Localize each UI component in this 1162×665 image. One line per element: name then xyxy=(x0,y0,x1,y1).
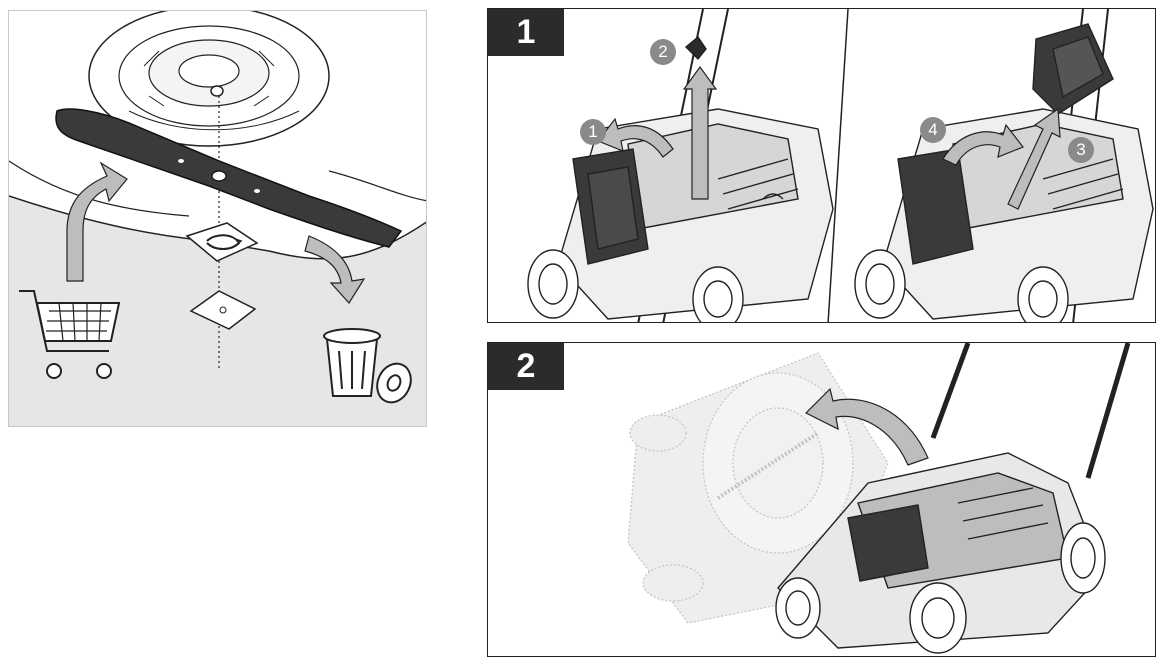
tilt-mower-illustration xyxy=(627,343,1131,654)
safety-key xyxy=(684,35,707,61)
blade-replacement-illustration xyxy=(9,11,426,404)
key-removal-arrow xyxy=(682,65,718,200)
step-1-number: 1 xyxy=(516,13,536,51)
mower-handle xyxy=(930,343,1131,479)
discard-arrow xyxy=(304,235,366,304)
step-2-panel: 2 xyxy=(487,342,1156,657)
install-arrow xyxy=(66,161,128,282)
battery-removal-illustration xyxy=(527,9,1154,322)
blade-washer xyxy=(185,222,259,262)
step-2-number: 2 xyxy=(516,347,536,385)
mower-blade xyxy=(55,108,403,248)
badge-4: 4 xyxy=(920,117,946,143)
tilt-arrow xyxy=(804,387,929,466)
badge-3: 3 xyxy=(1068,137,1094,163)
battery-lift-arrow xyxy=(1007,107,1061,210)
trash-bin-icon xyxy=(323,328,412,404)
battery-compartment xyxy=(847,504,929,582)
step-1-tab: 1 xyxy=(488,9,564,56)
badge-2: 2 xyxy=(650,39,676,65)
blade-replacement-panel xyxy=(8,10,427,427)
step-2-tab: 2 xyxy=(488,343,564,390)
close-cover-arrow xyxy=(942,123,1024,166)
step-1-panel: 1 1 2 3 4 xyxy=(487,8,1156,323)
drive-shaft xyxy=(210,85,224,97)
badge-1: 1 xyxy=(580,119,606,145)
shopping-cart-icon xyxy=(19,290,121,379)
battery-cover-right xyxy=(897,148,974,265)
